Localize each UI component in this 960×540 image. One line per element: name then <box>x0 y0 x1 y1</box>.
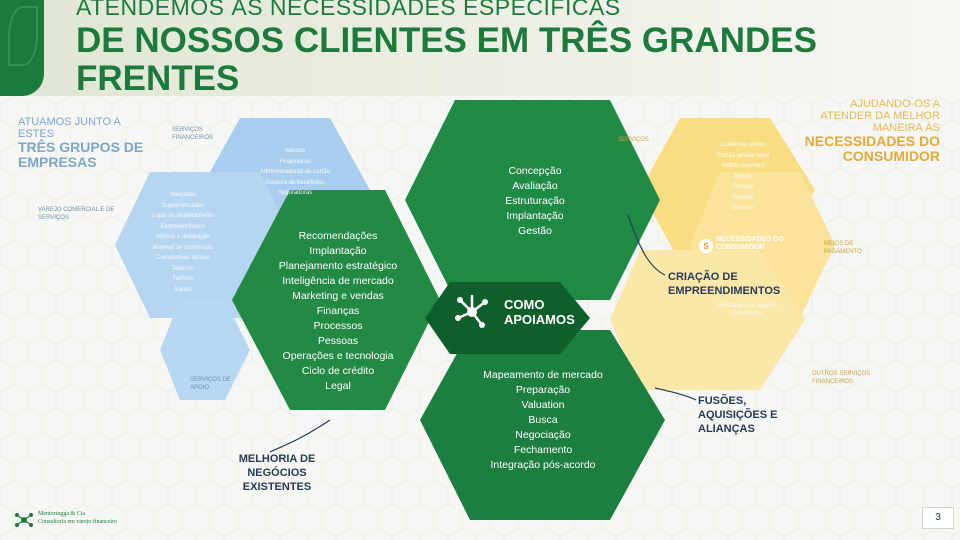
consumer-needs-badge: NECESSIDADES DO CONSUMIDOR <box>716 236 784 251</box>
green-bottom-list: Mapeamento de mercado Preparação Valuati… <box>468 368 618 473</box>
list-item: Valuation <box>521 399 565 411</box>
page-number: 3 <box>922 507 954 529</box>
label-support: SERVIÇOS DE APOIO <box>190 377 231 391</box>
list-item: Operações e tecnologia <box>282 350 394 362</box>
green-left-list: Recomendações Implantação Planejamento e… <box>268 229 408 394</box>
callout-melhoria: MELHORIA DE NEGÓCIOS EXISTENTES <box>238 453 316 493</box>
list-item: Finanças <box>316 305 360 317</box>
label-services: SERVIÇOS <box>618 137 649 143</box>
list-item: Cheque <box>732 184 754 190</box>
label-payment: MEIOS DE PAGAMENTO <box>824 241 862 255</box>
list-item: Companhias aéreas <box>156 255 210 261</box>
list-item: Gestão <box>518 225 552 237</box>
list-item: Bancos <box>284 148 305 154</box>
label-other-fin: OUTROS SERVIÇOS FINANCEIROS <box>812 371 871 385</box>
list-item: Pessoas <box>317 335 359 347</box>
header-band <box>0 0 960 96</box>
list-item: Inteligência de mercado <box>282 275 394 287</box>
list-item: Material de construção <box>152 244 214 251</box>
left-note-text: ATUAMOS JUNTO A ESTES <box>18 116 121 140</box>
list-item: Implantação <box>506 210 564 222</box>
list-item: Administradoras de cartão <box>259 169 331 175</box>
green-hex-center <box>425 282 590 354</box>
label-services-fin: SERVIÇOS FINANCEIROS <box>172 127 214 141</box>
list-item: Voucher <box>731 194 755 201</box>
footer-brand: Mentoringga & Cia Consultoria em varejo … <box>38 510 117 526</box>
company-logo-icon <box>15 513 33 527</box>
list-item: Eletroeletrônicos <box>160 223 206 230</box>
blue-hex-bottom <box>160 300 250 400</box>
center-label-line1: COMO <box>504 297 545 312</box>
yellow-bottom-list: Contratação e seguros Consórcios <box>682 302 812 318</box>
footer-tagline: Consultoria em varejo financeiro <box>38 519 118 525</box>
list-item: Planejamento estratégico <box>278 260 398 272</box>
list-item: Marketing e vendas <box>292 290 384 302</box>
green-hex-top <box>405 100 660 300</box>
list-item: Implantação <box>309 245 367 257</box>
center-label: COMO APOIAMOS <box>504 297 575 327</box>
list-item: Dinheiro <box>731 205 755 211</box>
title-line-2: DE NOSSOS CLIENTES EM TRÊS GRANDES FRENT… <box>76 21 817 98</box>
callout-fusoes: FUSÕES, AQUISIÇÕES E ALIANÇAS <box>698 395 778 435</box>
list-item: Boleto <box>734 173 752 180</box>
list-item: Supermercados <box>161 202 205 209</box>
list-item: Móveis e decoração <box>156 234 210 240</box>
list-item: Cartão private label <box>716 152 770 159</box>
blue-left-list: Varejistas Supermercados Lojas de depart… <box>138 190 228 295</box>
list-item: Telecom <box>171 265 195 272</box>
green-hex-left <box>232 190 440 410</box>
right-note-text: AJUDANDO-OS A ATENDER DA MELHOR MANEIRA … <box>820 98 940 134</box>
left-note-strong: TRÊS GRUPOS DE EMPRESAS <box>18 139 144 170</box>
callout-criacao: CRIAÇÃO DE EMPREENDIMENTOS <box>668 271 781 297</box>
blue-top-list: Bancos Financeiras Administradoras de ca… <box>250 146 340 199</box>
footer-brand-name: Mentoringga & Cia <box>38 511 85 517</box>
list-item: Avaliação <box>512 180 558 192</box>
right-note: AJUDANDO-OS A ATENDER DA MELHOR MANEIRA … <box>800 98 940 164</box>
list-item: Legal <box>325 380 351 392</box>
callout-line-criacao <box>627 214 666 276</box>
list-item: Processos <box>313 320 363 332</box>
list-item: Cartão de crédito <box>719 142 767 148</box>
callout-line-melhoria <box>269 419 331 453</box>
right-note-strong: NECESSIDADES DO CONSUMIDOR <box>804 133 940 164</box>
list-item: Negociação <box>515 429 571 441</box>
yellow-hex-bottom <box>610 250 805 390</box>
list-item: Turismo <box>172 276 194 282</box>
list-item: Consórcios <box>731 311 762 317</box>
list-item: Ciclo de crédito <box>301 365 375 377</box>
list-item: Mobile payment <box>721 163 765 169</box>
list-item: Gestora de benefícios <box>265 179 325 186</box>
list-item: Varejistas <box>170 192 196 198</box>
center-label-line2: APOIAMOS <box>504 312 575 327</box>
list-item: Estruturação <box>505 195 565 207</box>
list-item: Mapeamento de mercado <box>483 369 603 381</box>
svg-text:$: $ <box>703 241 708 251</box>
title-line-1: ATENDEMOS ÀS NECESSIDADES ESPECÍFICAS <box>76 0 621 20</box>
dollar-icon <box>699 239 713 253</box>
list-item: Contratação e seguros <box>716 303 778 309</box>
green-hex-bottom <box>420 330 665 520</box>
list-item: Fechamento <box>513 444 573 456</box>
left-note: ATUAMOS JUNTO A ESTES TRÊS GRUPOS DE EMP… <box>18 116 148 170</box>
list-item: Integração pós-acordo <box>490 459 596 471</box>
list-item: Preparação <box>515 384 571 396</box>
network-icon <box>455 294 488 328</box>
yellow-top-list: Cartão de crédito Cartão private label M… <box>688 140 798 214</box>
callout-line-fusoes <box>654 387 697 401</box>
label-retail: VAREJO COMERCIAL E DE SERVIÇOS <box>38 207 115 221</box>
leaf-logo-icon <box>0 0 44 96</box>
list-item: Financeiras <box>279 158 311 165</box>
list-item: Recomendações <box>298 230 378 242</box>
list-item: Seguradoras <box>277 190 313 196</box>
list-item: Lojas de departamento <box>152 213 214 219</box>
list-item: Concepção <box>508 165 562 177</box>
green-top-list: Concepção Avaliação Estruturação Implant… <box>480 164 590 239</box>
list-item: Busca <box>528 414 558 426</box>
list-item: Saúde <box>174 286 192 293</box>
